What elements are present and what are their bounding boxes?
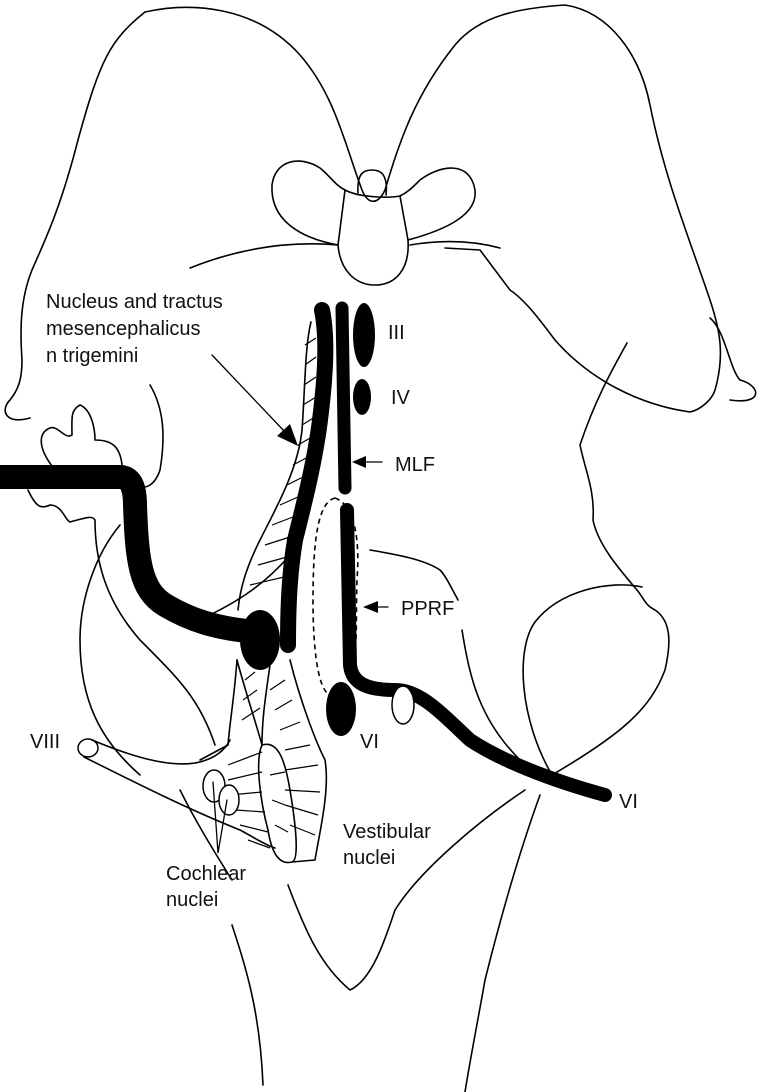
label-mesencephalic-line3: n trigemini <box>46 345 138 367</box>
arrows <box>211 354 389 613</box>
cerebrum-outline <box>4 4 757 421</box>
label-cochlear-line1: Cochlear <box>166 863 246 885</box>
label-pprf: PPRF <box>401 598 454 620</box>
vestibular-complex <box>199 659 328 864</box>
label-mesencephalic-line1: Nucleus and tractus <box>46 291 223 313</box>
label-nucleus-IV: IV <box>391 387 411 409</box>
colliculi <box>271 160 476 286</box>
cochlear-pointer <box>212 781 228 854</box>
label-nerve-VIII: VIII <box>30 731 60 753</box>
abducens-fascicle-ring <box>391 685 415 725</box>
cochlear-nucleus-ventral <box>218 784 240 816</box>
nucleus-III <box>353 303 375 367</box>
label-nucleus-III: III <box>388 322 405 344</box>
label-mlf: MLF <box>395 454 435 476</box>
right-outline <box>231 342 670 1092</box>
label-nucleus-VI: VI <box>360 731 379 753</box>
label-cochlear-line2: nuclei <box>166 889 218 911</box>
nucleus-IV <box>353 379 371 415</box>
label-vestibular-line2: nuclei <box>343 847 395 869</box>
labels: Nucleus and tractus mesencephalicus n tr… <box>30 291 638 911</box>
tracts <box>0 301 612 802</box>
nucleus-VI <box>326 682 356 736</box>
label-vestibular-line1: Vestibular <box>343 821 431 843</box>
trigeminal-main-nucleus <box>240 610 280 670</box>
label-nerve-VI: VI <box>619 791 638 813</box>
nerve-VIII <box>77 738 276 849</box>
pprf-region <box>312 497 359 696</box>
left-outline <box>27 384 291 881</box>
mesencephalic-trigeminal-hatch <box>237 321 317 611</box>
label-mesencephalic-line2: mesencephalicus <box>46 318 201 340</box>
